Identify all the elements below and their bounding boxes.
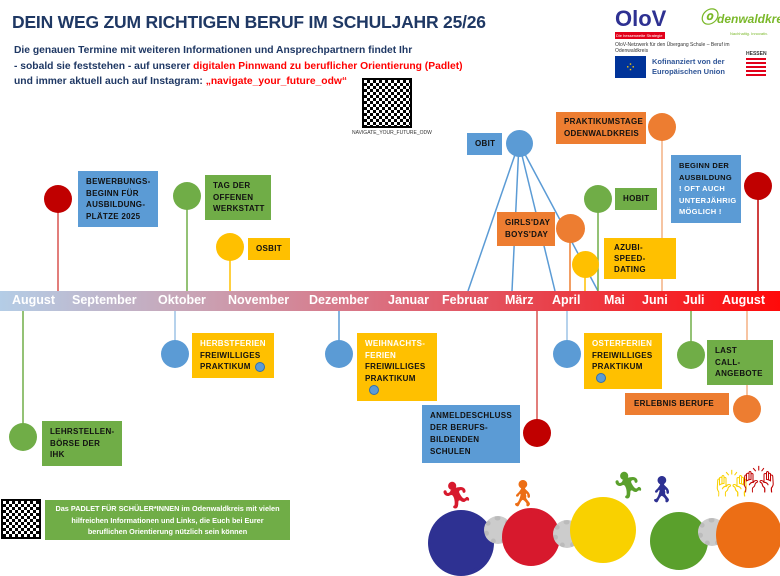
person-walking-icon: 🚶︎: [645, 474, 679, 504]
event-marker: [216, 233, 244, 261]
beginn-note: ! OFT AUCH UNTERJÄHRIG MÖGLICH !: [679, 184, 737, 216]
event-anmeldeschluss: ANMELDESCHLUSS DER BERUFS- BILDENDEN SCH…: [422, 405, 520, 463]
person-cheering-icon: 🙌︎: [742, 464, 776, 494]
gear-icon: [570, 497, 636, 563]
event-marker: [173, 182, 201, 210]
smiley-icon: [254, 361, 265, 372]
event-azubi-speed-dating: AZUBI-SPEED- DATING: [604, 238, 676, 279]
event-marker: [733, 395, 761, 423]
event-marker: [506, 130, 533, 157]
odenwaldkreis-logo: ⓞdenwaldkreis: [700, 8, 780, 27]
gear-icon: [428, 510, 494, 576]
hessen-label: HESSEN: [746, 51, 767, 57]
month-august: August: [12, 293, 56, 307]
event-lehrstellenboerse: LEHRSTELLEN- BÖRSE DER IHK: [42, 421, 122, 466]
smiley-icon: [369, 384, 379, 395]
event-hobit: HOBIT: [615, 188, 657, 210]
event-beginn-ausbildung: BEGINN DER AUSBILDUNG! OFT AUCH UNTERJÄH…: [671, 155, 741, 223]
event-praktikumstage: PRAKTIKUMSTAGE ODENWALDKREIS: [556, 112, 646, 144]
month-august-end: August: [722, 293, 766, 307]
event-tag-der-offenen-werkstatt: TAG DER OFFENEN WERKSTATT: [205, 175, 271, 220]
smiley-icon: [596, 373, 606, 384]
month-dezember: Dezember: [309, 293, 369, 307]
event-marker: [523, 419, 551, 447]
odenwaldkreis-tagline: Nachhaltig. Innovativ.: [730, 31, 768, 36]
event-marker: [677, 341, 705, 369]
weihnacht-text: FREIWILLIGES PRAKTIKUM: [365, 362, 426, 383]
month-januar: Januar: [388, 293, 429, 307]
hessen-coat-of-arms-icon: [746, 58, 766, 78]
month-juli: Juli: [683, 293, 705, 307]
page-title: DEIN WEG ZUM RICHTIGEN BERUF IM SCHULJAH…: [12, 12, 486, 32]
gear-icon: [716, 502, 780, 568]
gear-icon: [502, 508, 560, 566]
intro-line-2: - sobald sie feststehen - auf unserer: [14, 60, 194, 72]
month-februar: Februar: [442, 293, 489, 307]
event-osbit: OSBIT: [248, 238, 290, 260]
padlet-qr-code[interactable]: [1, 499, 41, 539]
eu-flag-icon: ⁘: [615, 56, 646, 78]
event-marker: [44, 185, 72, 213]
event-herbstferien: HERBSTFERIEN FREIWILLIGES PRAKTIKUM: [192, 333, 274, 378]
person-icon: 🚶︎: [506, 478, 540, 508]
intro-text: Die genauen Termine mit weiteren Informa…: [14, 43, 463, 90]
intro-line-1: Die genauen Termine mit weiteren Informa…: [14, 45, 413, 56]
month-september: September: [72, 293, 137, 307]
event-marker: [556, 214, 585, 243]
oster-title: OSTERFERIEN: [592, 339, 653, 348]
herbst-text: FREIWILLIGES PRAKTIKUM: [200, 350, 261, 372]
person-running-icon: 🏃︎: [440, 480, 474, 510]
event-last-call: LAST CALL- ANGEBOTE: [707, 340, 773, 385]
qr-caption: NAVIGATE_YOUR_FUTURE_ODW: [352, 130, 432, 136]
month-juni: Juni: [642, 293, 668, 307]
padlet-info-box[interactable]: Das PADLET FÜR SCHÜLER*INNEN im Odenwald…: [45, 500, 290, 540]
instagram-handle[interactable]: „navigate_your_future_odw“: [205, 76, 348, 87]
beginn-title: BEGINN DER AUSBILDUNG: [679, 161, 732, 182]
gear-icon: [650, 512, 708, 570]
month-april: April: [552, 293, 581, 307]
event-marker: [161, 340, 189, 368]
event-marker: [584, 185, 612, 213]
event-marker: [553, 340, 581, 368]
timeline-bar: [0, 291, 780, 311]
event-marker: [9, 423, 37, 451]
event-girls-boys-day: GIRLS'DAY BOYS'DAY: [497, 212, 555, 246]
person-running-icon: 🏃︎: [612, 470, 646, 500]
event-marker: [572, 251, 599, 278]
month-oktober: Oktober: [158, 293, 206, 307]
herbst-title: HERBSTFERIEN: [200, 339, 266, 348]
olov-logo: OloV: [615, 6, 667, 31]
person-cheering-icon: 🙌︎: [715, 468, 749, 498]
event-erlebnis-berufe: ERLEBNIS BERUFE: [625, 393, 729, 415]
event-marker: [744, 172, 772, 200]
oster-text: FREIWILLIGES PRAKTIKUM: [592, 350, 653, 372]
event-osterferien: OSTERFERIEN FREIWILLIGES PRAKTIKUM: [584, 333, 662, 389]
olov-tagline: Die hessenweite Strategie: [615, 32, 665, 39]
padlet-link[interactable]: digitalen Pinnwand zu beruflicher Orient…: [193, 60, 463, 72]
weihnacht-title: WEIHNACHTS- FERIEN: [365, 339, 426, 360]
instagram-qr-code[interactable]: [362, 78, 412, 128]
intro-line-3: und immer aktuell auch auf Instagram:: [14, 76, 206, 87]
olov-caption: OloV-Netzwerk für den Übergang Schule – …: [615, 42, 730, 54]
month-mai: Mai: [604, 293, 625, 307]
event-marker: [325, 340, 353, 368]
event-obit: OBIT: [467, 133, 502, 155]
event-bewerbungsbeginn: BEWERBUNGS- BEGINN FÜR AUSBILDUNG- PLÄTZ…: [78, 171, 158, 227]
event-marker: [648, 113, 676, 141]
month-november: November: [228, 293, 290, 307]
month-maerz: März: [505, 293, 534, 307]
eu-funding-text: Kofinanziert von der Europäischen Union: [652, 57, 725, 76]
